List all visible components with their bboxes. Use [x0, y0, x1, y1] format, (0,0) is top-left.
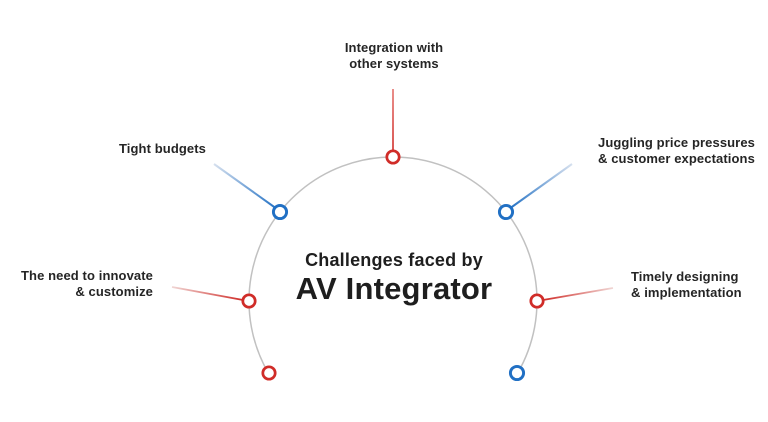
label-line: Juggling price pressures	[598, 135, 756, 150]
node-innovate	[241, 293, 257, 309]
label-integration: Integration with other systems	[345, 40, 443, 72]
label-line: Tight budgets	[119, 141, 206, 156]
label-line: The need to innovate	[20, 268, 153, 283]
diagram-subtitle: Challenges faced by	[305, 250, 483, 270]
diagram-title: AV Integrator	[295, 270, 493, 306]
label-line: Timely designing	[631, 269, 739, 284]
node-timely	[529, 293, 545, 309]
node-tight-budgets	[271, 203, 289, 221]
connector-innovate	[171, 286, 244, 301]
connector-juggling	[508, 163, 573, 210]
connector-tight-budgets	[213, 163, 278, 210]
node-juggling	[497, 203, 515, 221]
label-line: other systems	[349, 55, 439, 71]
connector-timely	[542, 287, 614, 301]
center-title-block: Challenges faced by AV Integrator	[296, 250, 493, 305]
label-line: & customize	[75, 283, 153, 299]
node-bottom-left	[261, 365, 277, 381]
label-innovate: The need to innovate & customize	[21, 268, 153, 300]
node-integration	[385, 149, 401, 165]
label-line: & implementation	[631, 284, 742, 300]
node-bottom-right	[508, 364, 526, 382]
label-line: & customer expectations	[598, 150, 755, 166]
label-juggling: Juggling price pressures & customer expe…	[598, 135, 755, 167]
label-timely: Timely designing & implementation	[631, 269, 742, 301]
label-tight-budgets: Tight budgets	[119, 141, 206, 157]
label-line: Integration with	[344, 40, 444, 55]
